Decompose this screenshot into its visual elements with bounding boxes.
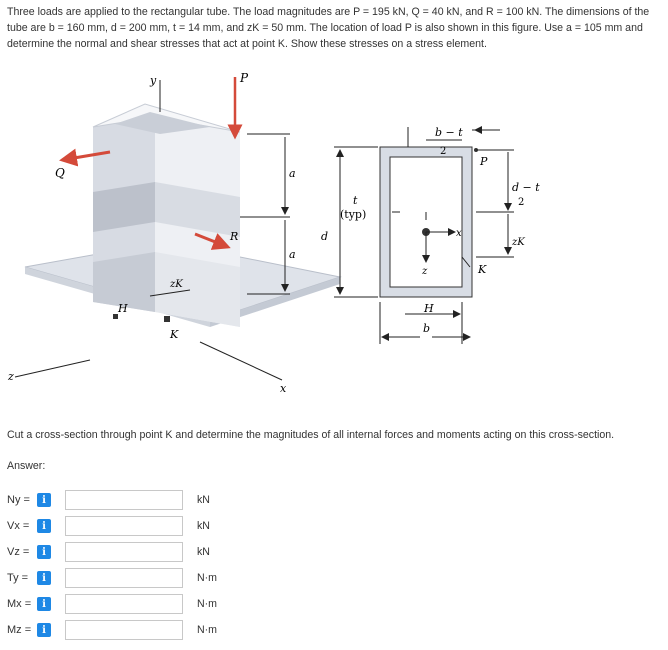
info-icon[interactable]: i — [37, 597, 51, 611]
Mz-input[interactable] — [65, 620, 183, 640]
problem-statement: Three loads are applied to the rectangul… — [7, 6, 650, 50]
tube-figure: y P Q R a a zK K H x z d t (typ) b − t 2… — [7, 71, 540, 395]
info-icon[interactable]: i — [37, 571, 51, 585]
Ty-input[interactable] — [65, 568, 183, 588]
Vx-input[interactable] — [65, 516, 183, 536]
P-section-label: P — [479, 155, 488, 168]
Ny-input[interactable] — [65, 490, 183, 510]
info-icon[interactable]: i — [37, 519, 51, 533]
Mz-unit: N·m — [197, 624, 218, 636]
typ-label: (typ) — [340, 208, 366, 221]
K-point — [164, 316, 170, 322]
answer-row-Vx: Vx = i kN — [7, 514, 210, 538]
zK-section-label: zK — [511, 237, 525, 248]
Vz-input[interactable] — [65, 542, 183, 562]
H-label: H — [117, 302, 128, 315]
a-top-label: a — [289, 167, 296, 180]
x-section-label: x — [456, 228, 462, 239]
Vx-label: Vx = — [7, 520, 30, 532]
Vx-unit: kN — [197, 520, 210, 532]
answer-row-Mz: Mz = i N·m — [7, 618, 217, 642]
z-axis-label: z — [7, 370, 14, 383]
info-icon[interactable]: i — [37, 623, 51, 637]
cross-section-inner — [389, 156, 463, 288]
answer-row-Ty: Ty = i N·m — [7, 566, 217, 590]
Ty-label: Ty = — [7, 572, 29, 584]
answer-row-Ny: Ny = i kN — [7, 488, 210, 512]
answer-row-Mx: Mx = i N·m — [7, 592, 217, 616]
x-axis-label: x — [280, 382, 287, 395]
Q-label: Q — [55, 166, 65, 180]
H-section-label: H — [423, 302, 434, 315]
a-bot-label: a — [289, 248, 296, 261]
two-top-label: 2 — [440, 146, 446, 157]
info-icon[interactable]: i — [37, 493, 51, 507]
P-label: P — [239, 71, 249, 85]
K-label: K — [169, 328, 179, 341]
Vz-label: Vz = — [7, 546, 30, 558]
info-icon[interactable]: i — [37, 545, 51, 559]
Mz-label: Mz = — [7, 624, 32, 636]
two-right-label: 2 — [518, 197, 524, 208]
t-label: t — [353, 194, 358, 207]
Ny-unit: kN — [197, 494, 210, 506]
answer-row-Vz: Vz = i kN — [7, 540, 210, 564]
b-minus-t-label: b − t — [435, 126, 463, 139]
b-section-label: b — [423, 322, 430, 335]
zK-label: zK — [169, 279, 183, 290]
Mx-input[interactable] — [65, 594, 183, 614]
R-label: R — [229, 230, 238, 243]
z-section-label: z — [421, 266, 428, 277]
Ty-unit: N·m — [197, 572, 218, 584]
K-section-label: K — [477, 263, 487, 276]
instruction-text: Cut a cross-section through point K and … — [7, 429, 615, 441]
answer-label: Answer: — [7, 460, 46, 472]
d-minus-t-label: d − t — [512, 181, 540, 194]
y-axis-label: y — [149, 74, 157, 87]
Mx-label: Mx = — [7, 598, 32, 610]
d-label: d — [321, 230, 328, 243]
Mx-unit: N·m — [197, 598, 218, 610]
Vz-unit: kN — [197, 546, 210, 558]
H-point — [113, 314, 118, 319]
Ny-label: Ny = — [7, 494, 30, 506]
